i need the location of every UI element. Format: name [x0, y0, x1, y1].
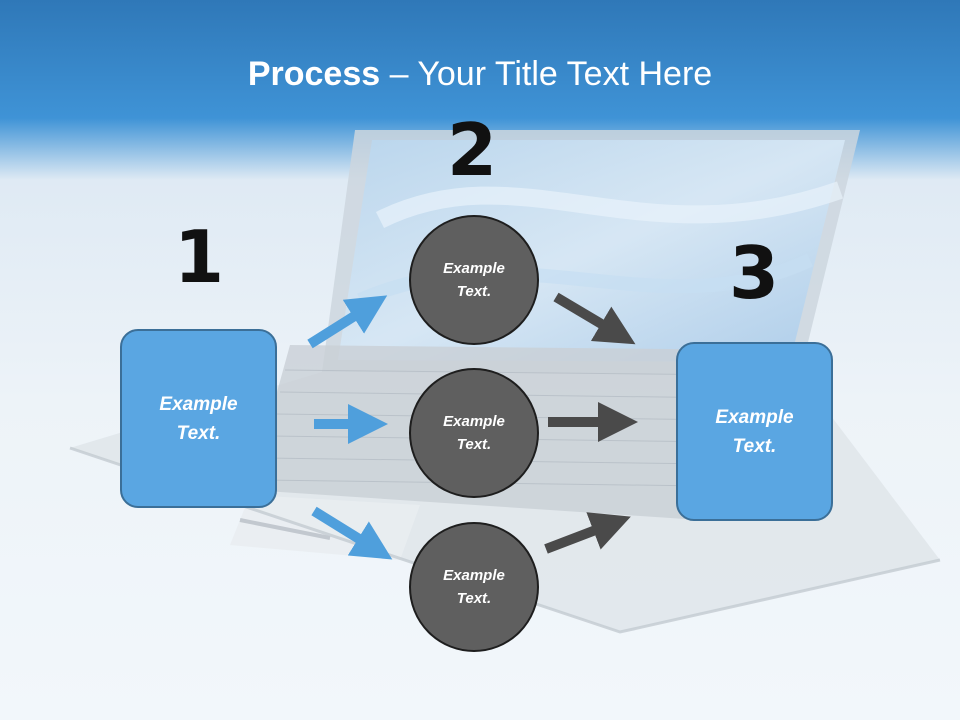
arrow-bottom-to-3: [544, 512, 631, 554]
step-2-number: 2: [446, 108, 498, 192]
arrow-1-to-bottom: [311, 506, 393, 560]
step-3-number: 3: [728, 231, 780, 315]
step-1-text: Example Text.: [159, 393, 238, 444]
step-2-circle-bottom: Example Text.: [409, 522, 539, 652]
step-1-number: 1: [173, 215, 225, 299]
step-2-circle-middle: Example Text.: [409, 368, 539, 498]
title-rest: – Your Title Text Here: [380, 55, 713, 93]
step-3-text: Example Text.: [715, 406, 794, 457]
step-1-box: Example Text.: [120, 329, 277, 508]
step-2-circle-middle-text: Example Text.: [443, 413, 505, 453]
title-bold: Process: [247, 55, 381, 93]
slide-title: Process – Your Title Text Here: [0, 52, 960, 96]
step-2-circle-top-text: Example Text.: [443, 260, 505, 300]
step-2-circle-top: Example Text.: [409, 215, 539, 345]
arrow-top-to-3: [553, 292, 636, 345]
step-2-circle-bottom-text: Example Text.: [443, 567, 505, 607]
arrow-1-to-top: [307, 295, 388, 349]
step-3-box: Example Text.: [676, 342, 833, 521]
